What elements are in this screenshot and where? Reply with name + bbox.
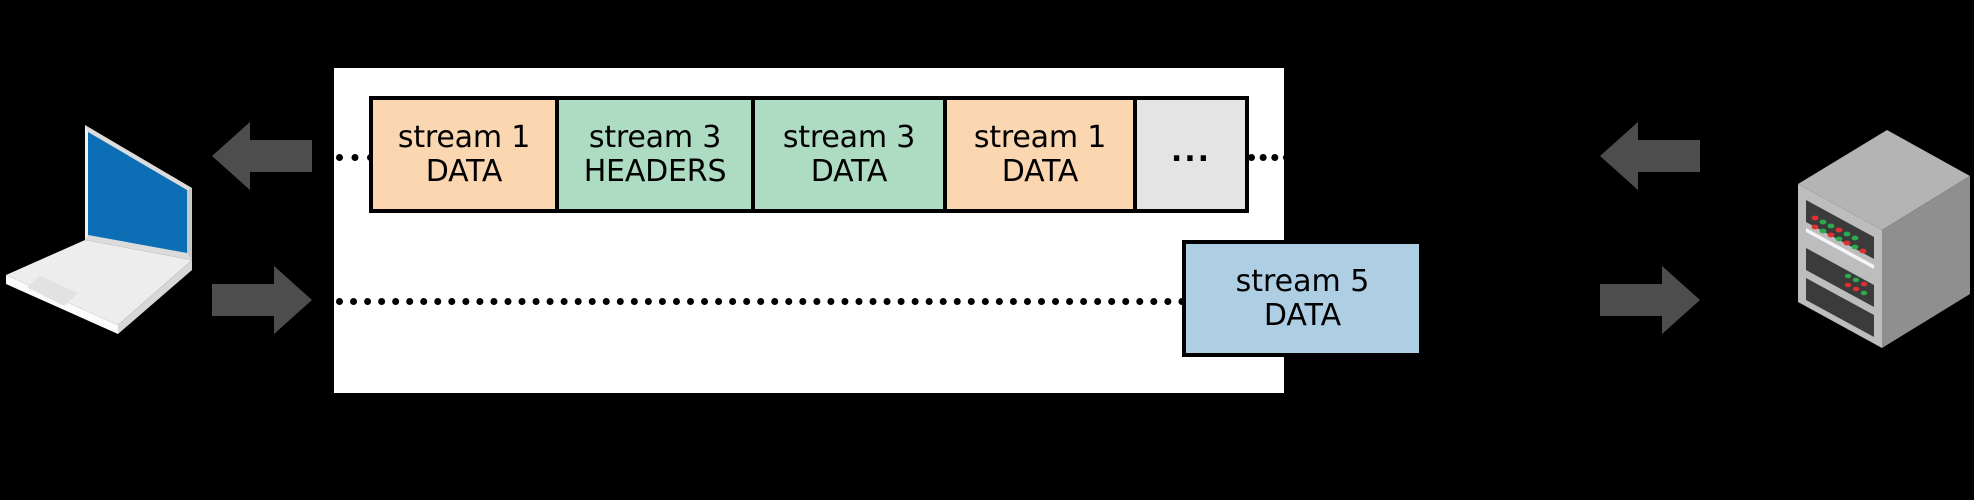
frame-stream-label: stream 5 — [1235, 263, 1370, 299]
frame-cell: stream 1 DATA — [947, 100, 1137, 209]
server-tower-icon — [1790, 118, 1974, 348]
frame-stream-label: stream 1 — [973, 119, 1107, 155]
frame-stream-label: stream 1 — [397, 119, 531, 155]
connector-line-top-right — [1248, 154, 1290, 161]
client-laptop-icon — [0, 120, 210, 340]
arrow-bottom-left-icon — [212, 262, 312, 338]
connector-line-bottom-right — [1420, 298, 1570, 305]
frame-type-label: HEADERS — [583, 153, 727, 189]
arrow-top-right-icon — [1600, 118, 1700, 194]
frame-type-label: DATA — [1263, 297, 1342, 333]
connector-line-top-left — [336, 154, 374, 161]
frame-stream-label: stream 3 — [782, 119, 916, 155]
frame-type-label: DATA — [1001, 153, 1079, 189]
arrow-top-left-icon — [212, 118, 312, 194]
inbound-frame-sequence: stream 1 DATA stream 3 HEADERS stream 3 … — [369, 96, 1249, 213]
frame-type-label: DATA — [810, 153, 888, 189]
connector-line-bottom-left — [336, 298, 1186, 305]
frame-cell-ellipsis: ... — [1137, 100, 1245, 209]
frame-type-label: DATA — [425, 153, 503, 189]
frame-cell: stream 3 DATA — [755, 100, 947, 209]
ellipsis-label: ... — [1170, 133, 1212, 169]
outbound-frame-stream5: stream 5 DATA — [1182, 240, 1423, 357]
frame-cell: stream 3 HEADERS — [559, 100, 755, 209]
frame-stream-label: stream 3 — [588, 119, 722, 155]
frame-cell: stream 1 DATA — [373, 100, 559, 209]
arrow-bottom-right-icon — [1600, 262, 1700, 338]
